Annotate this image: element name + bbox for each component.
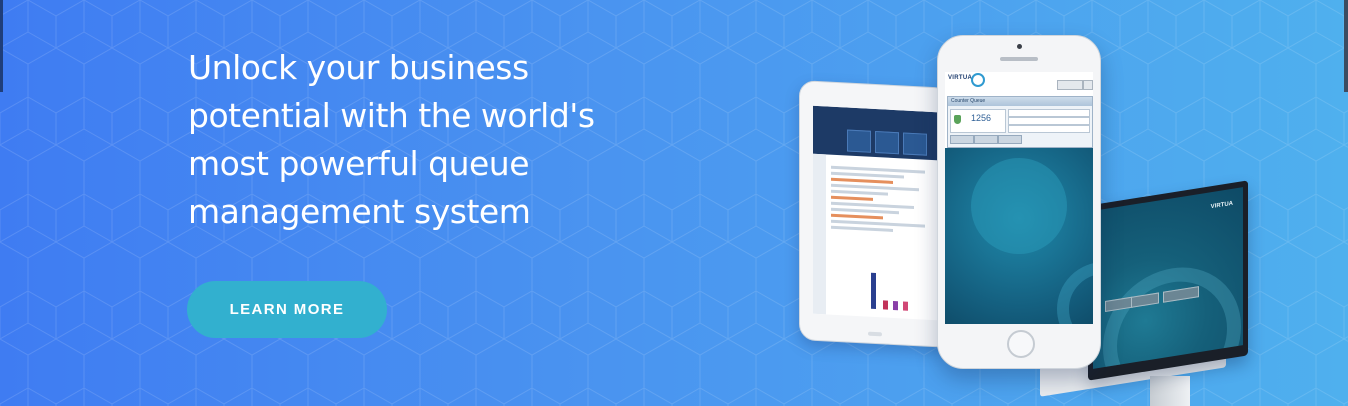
stat-field — [1008, 125, 1090, 133]
right-edge-strip — [1344, 0, 1348, 92]
shield-icon — [954, 115, 961, 124]
decorative-ring — [1103, 257, 1241, 369]
stat-tile — [903, 132, 927, 156]
stat-field — [1008, 109, 1090, 117]
tablet-sidebar — [813, 153, 826, 315]
action-chip — [998, 135, 1022, 144]
speaker-grille — [1000, 57, 1038, 61]
panel-title: Counter Queue — [948, 97, 1092, 106]
action-chip — [950, 135, 974, 144]
phone-mockup: VIRTUA Counter Queue 1256 — [937, 35, 1101, 369]
stat-field — [1008, 117, 1090, 125]
chart-bar — [883, 300, 888, 310]
q-logo-icon — [971, 73, 985, 87]
hero-headline: Unlock your business potential with the … — [188, 48, 595, 231]
home-button — [1007, 330, 1035, 358]
monitor-mockup: VIRTUA — [1088, 180, 1248, 381]
stat-tile — [875, 131, 899, 155]
tablet-report-lines — [831, 163, 935, 237]
queue-count: 1256 — [971, 113, 992, 123]
virtua-logo: VIRTUA — [1210, 200, 1233, 211]
tablet-home-indicator — [868, 331, 882, 337]
left-edge-strip — [0, 0, 3, 92]
counter-queue-panel: Counter Queue 1256 — [947, 96, 1093, 148]
tablet-dashboard-screen — [813, 105, 939, 321]
app-topbar-button — [1057, 80, 1083, 90]
monitor-kiosk-screen: VIRTUA — [1093, 187, 1243, 369]
tablet-bar-chart — [831, 267, 935, 312]
monitor-stand — [1150, 376, 1190, 406]
learn-more-button[interactable]: LEARN MORE — [187, 281, 387, 338]
phone-app-screen: VIRTUA Counter Queue 1256 — [945, 72, 1093, 324]
app-topbar: VIRTUA — [945, 72, 1093, 94]
stat-tile — [847, 129, 871, 153]
tablet-dashboard-header — [813, 105, 939, 161]
chart-bar — [903, 301, 908, 311]
action-chip — [974, 135, 998, 144]
queue-count-box: 1256 — [950, 109, 1006, 133]
chart-bar — [893, 300, 898, 311]
chart-bar — [871, 272, 876, 310]
virtua-logo: VIRTUA — [948, 75, 973, 81]
decorative-circle — [971, 158, 1067, 254]
tablet-mockup — [799, 80, 951, 348]
app-topbar-button — [1083, 80, 1093, 90]
camera-icon — [1017, 44, 1022, 49]
